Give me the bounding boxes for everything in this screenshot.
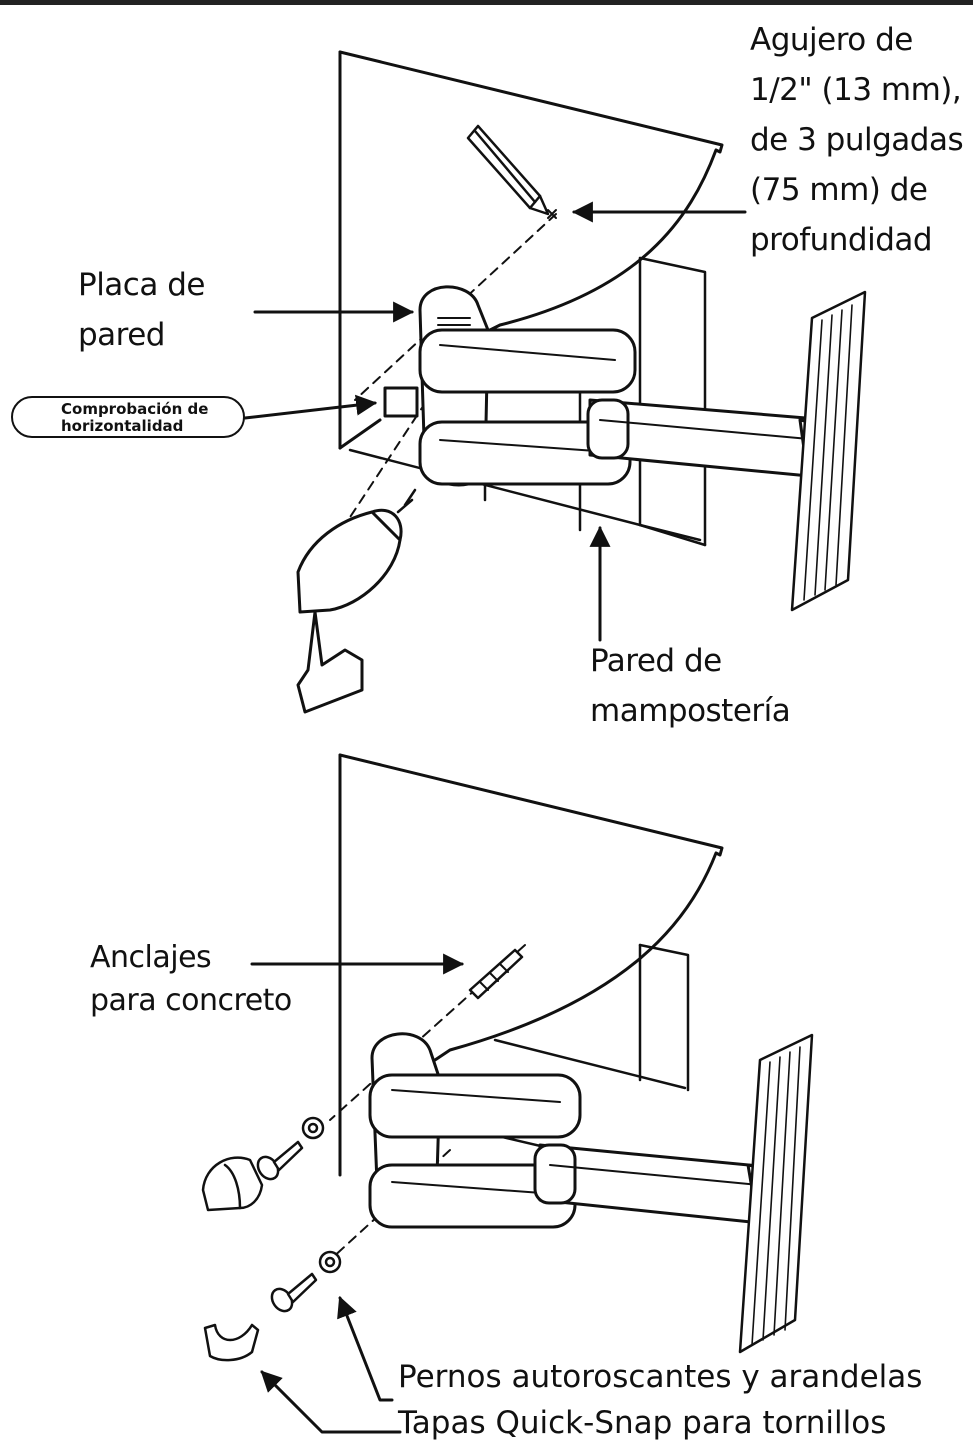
- wall-sheet-top: [338, 50, 724, 332]
- concrete-anchor-icon: [468, 948, 524, 1000]
- label-lag-bolts: Pernos autoroscantes y arandelas: [398, 1359, 923, 1395]
- top-border-bar: [0, 0, 973, 5]
- pencil-icon: [466, 124, 550, 216]
- arrow-screw-caps: [260, 1370, 402, 1434]
- washer-icon: [301, 1116, 342, 1274]
- lag-bolt-icon: [256, 1140, 318, 1313]
- wall-mount-arm-icon: [383, 285, 852, 497]
- label-wall-plate: Placa de pared: [78, 267, 205, 353]
- level-check-label: Comprobación de horizontalidad: [61, 400, 209, 435]
- label-concrete-anchors: Anclajes para concreto: [90, 940, 292, 1018]
- bottom-illustration: [201, 753, 814, 1434]
- wall-mount-arm-icon-bottom: [368, 1032, 802, 1242]
- label-screw-caps: Tapas Quick-Snap para tornillos: [398, 1405, 887, 1441]
- tv-bracket-plate-bottom: [738, 1033, 814, 1354]
- wall-sheet-bottom: [338, 753, 724, 1062]
- top-illustration: [243, 50, 867, 714]
- level-check-badge: Comprobación de horizontalidad: [11, 396, 245, 438]
- label-hole-spec: Agujero de 1/2" (13 mm), de 3 pulgadas (…: [750, 22, 964, 258]
- screw-cap-icon: [201, 1156, 264, 1362]
- tv-bracket-plate-top: [790, 290, 867, 612]
- label-masonry-wall: Pared de mampostería: [590, 643, 791, 729]
- arrow-level-check: [243, 394, 378, 420]
- arrow-lag-bolts: [337, 1296, 394, 1402]
- drill-icon: [296, 488, 417, 714]
- drill-guide-line-bottom: [329, 944, 526, 1121]
